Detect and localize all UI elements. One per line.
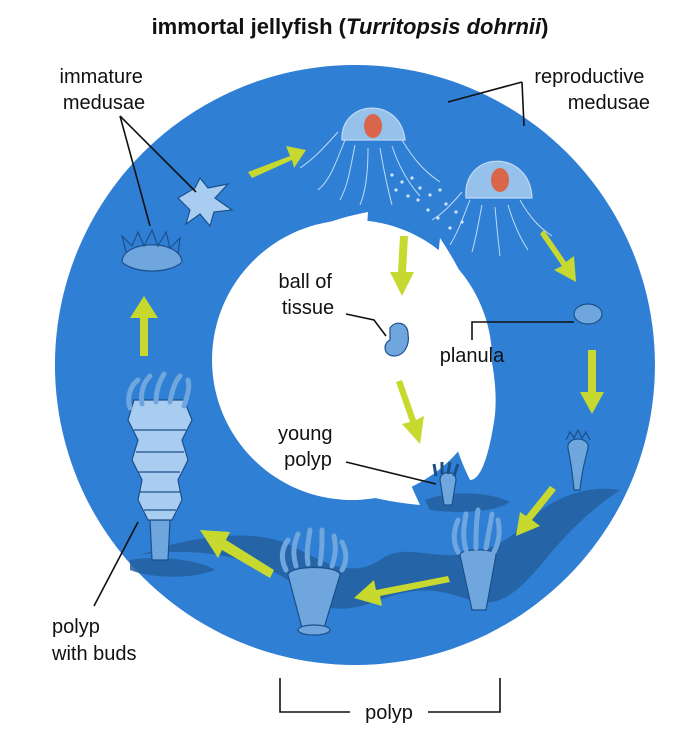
label-ball-of-tissue: ball of tissue <box>279 271 338 319</box>
label-reproductive-medusae: reproductive medusae <box>534 66 650 114</box>
arrow-reproductive-to-ball <box>390 236 414 296</box>
label-young-polyp: young polyp <box>278 423 338 471</box>
young-polyp-organism <box>432 461 460 506</box>
title-close: ) <box>541 14 548 39</box>
reproductive-medusa-1 <box>299 107 441 206</box>
arrow-immature-to-reproductive <box>248 146 306 178</box>
center-hole-right <box>436 238 496 480</box>
arrow-ball-to-young <box>396 380 424 444</box>
title-text: immortal jellyfish ( <box>152 14 347 39</box>
arrow-polyp-to-buds <box>200 530 274 578</box>
center-hole-left <box>214 212 420 505</box>
leader-lines <box>93 81 574 713</box>
immature-medusa-flat <box>177 176 234 228</box>
label-polyp: polyp <box>365 702 413 724</box>
page-title: immortal jellyfish (Turritopsis dohrnii) <box>152 14 549 39</box>
immature-medusa-bell <box>120 228 183 272</box>
settling-polyp <box>565 428 591 491</box>
ball-of-tissue <box>384 322 409 357</box>
title-species: Turritopsis dohrnii <box>346 14 542 39</box>
cycle-arrows <box>130 146 604 606</box>
arrow-polyp-left <box>354 576 450 606</box>
planula-organism <box>573 303 603 325</box>
arrow-planula-down <box>580 350 604 414</box>
polyp-with-buds-organism <box>126 371 193 561</box>
label-planula: planula <box>440 345 505 367</box>
reproductive-medusa-2 <box>431 160 553 257</box>
arrow-reproductive-to-planula <box>540 230 576 282</box>
arrow-buds-up <box>130 296 158 356</box>
seabed-shadow-left <box>130 558 215 577</box>
seabed-shadow <box>140 488 620 609</box>
polyp-organism-right <box>451 507 502 611</box>
polyp-organism-center <box>279 527 349 636</box>
label-polyp-with-buds: polyp with buds <box>51 616 137 665</box>
label-immature-medusae: immature medusae <box>60 66 149 114</box>
gamete-dots <box>390 173 464 230</box>
arrow-settling-to-polyp <box>516 486 556 536</box>
